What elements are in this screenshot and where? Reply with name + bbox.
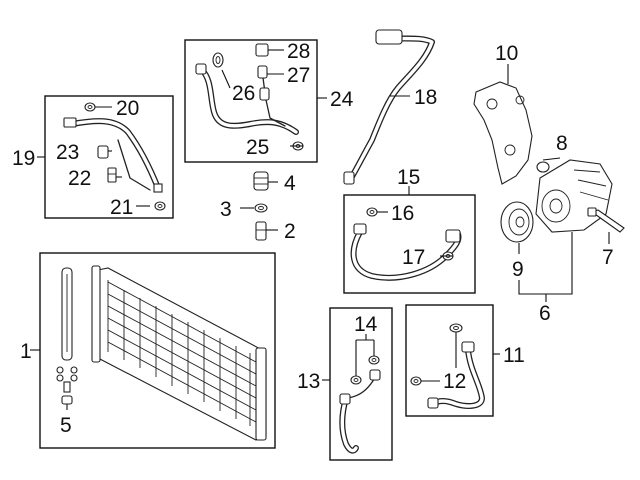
callout-27: 27 [287, 64, 310, 87]
oring-12-b [410, 376, 422, 386]
cap-28 [255, 43, 269, 57]
bolt-7 [587, 207, 625, 233]
callout-28: 28 [287, 40, 310, 63]
callout-4: 4 [284, 172, 296, 195]
callout-15: 15 [397, 166, 420, 189]
callout-22: 22 [68, 167, 91, 190]
valve-27 [257, 65, 268, 79]
oring-20 [84, 102, 96, 112]
callout-14: 14 [354, 313, 378, 336]
group-box-11 [405, 304, 494, 417]
callout-labels: 1 2 3 4 5 6 7 8 9 10 11 12 13 14 15 16 1… [12, 40, 614, 437]
callout-26: 26 [232, 82, 255, 105]
pulley-9 [500, 201, 534, 243]
callout-12: 12 [443, 370, 466, 393]
group-box-13 [329, 307, 393, 461]
oring-3 [254, 203, 268, 213]
hose-18 [343, 29, 435, 185]
callout-7: 7 [602, 246, 614, 269]
callout-11: 11 [503, 344, 525, 367]
callout-16: 16 [391, 202, 414, 225]
callout-6: 6 [539, 302, 551, 325]
valve-core-2 [255, 221, 267, 241]
oring-12-a [449, 323, 463, 333]
callout-10: 10 [495, 42, 518, 65]
oring-21 [154, 201, 166, 211]
callout-3: 3 [220, 198, 232, 221]
oring-14-b [368, 355, 380, 365]
callout-2: 2 [284, 220, 296, 243]
callout-25: 25 [246, 136, 269, 159]
callout-1: 1 [20, 340, 32, 363]
oring-16 [366, 207, 378, 217]
line-assembly-24 [195, 63, 299, 135]
oring-26 [212, 52, 224, 68]
nut-8 [536, 161, 550, 173]
callout-8: 8 [556, 132, 568, 155]
callout-9: 9 [512, 258, 524, 281]
callout-20: 20 [116, 97, 139, 120]
callout-5: 5 [60, 414, 72, 437]
condenser-fins [107, 280, 257, 426]
hose-assembly-11 [427, 341, 485, 409]
valve-22 [107, 167, 117, 183]
compressor-bracket-10 [473, 81, 533, 185]
group-box-24 [184, 39, 318, 163]
callout-19: 19 [12, 147, 35, 170]
callout-23: 23 [56, 141, 79, 164]
callout-17: 17 [402, 246, 425, 269]
condenser-1 [91, 265, 267, 441]
hose-assembly-13 [339, 369, 381, 454]
oring-14-a [350, 375, 362, 385]
leader-lines [30, 49, 610, 410]
receiver-drier-5 [56, 267, 78, 405]
line-assembly-19 [63, 117, 163, 193]
callout-13: 13 [297, 370, 320, 393]
pressure-switch-4 [253, 171, 269, 191]
hose-assembly-15 [350, 223, 462, 281]
callout-24: 24 [330, 88, 354, 111]
callout-18: 18 [414, 86, 437, 109]
callout-21: 21 [110, 196, 133, 219]
valve-23 [97, 145, 109, 159]
